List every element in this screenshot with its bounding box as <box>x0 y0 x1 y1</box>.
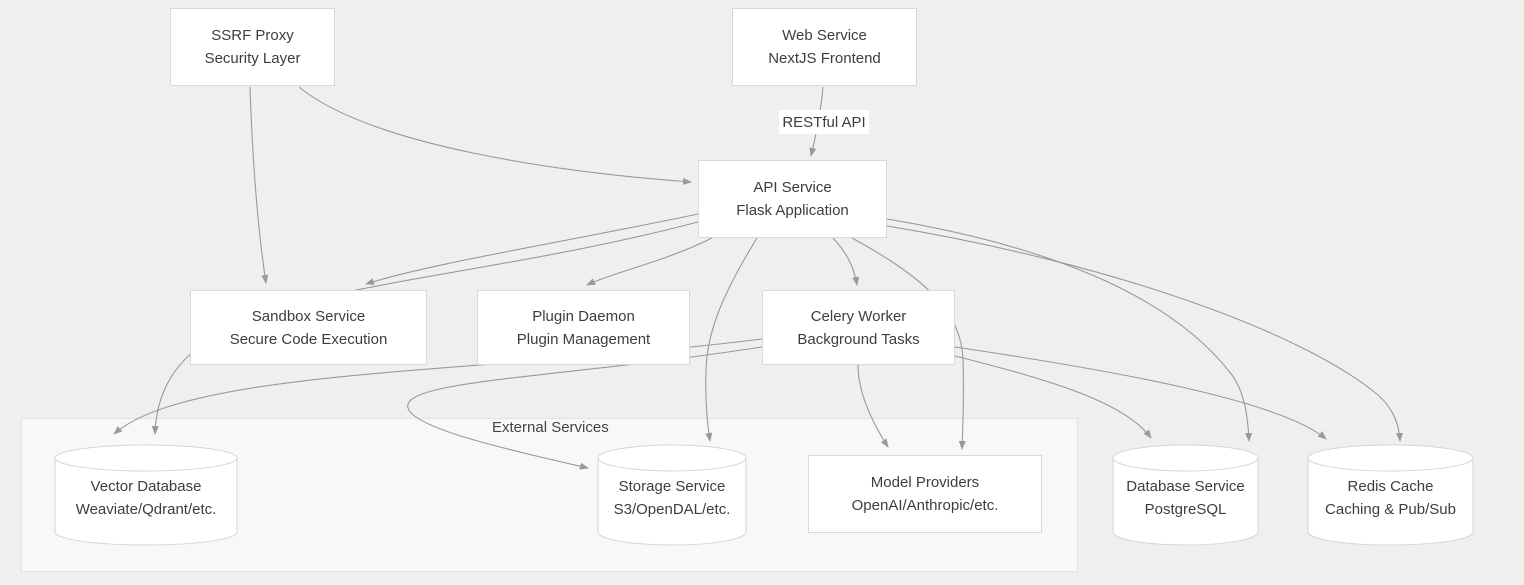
node-sandbox-service-line1: Sandbox Service <box>251 307 366 325</box>
node-plugin-daemon-line2: Plugin Management <box>516 330 651 348</box>
edge-ssrf-to-sandbox <box>249 86 269 284</box>
edge-api-to-redis <box>886 225 1403 442</box>
node-ssrf-proxy: SSRF Proxy Security Layer <box>170 8 335 86</box>
node-celery-worker-line2: Background Tasks <box>797 330 920 348</box>
node-plugin-daemon-line1: Plugin Daemon <box>532 307 635 325</box>
node-redis-cache-line2: Caching & Pub/Sub <box>1325 501 1456 518</box>
node-web-service: Web Service NextJS Frontend <box>732 8 917 86</box>
node-storage-service-line1: Storage Service <box>618 478 726 495</box>
node-api-service-line1: API Service <box>753 179 832 196</box>
node-sandbox-service-line2: Secure Code Execution <box>229 330 388 348</box>
edge-api-to-storage <box>705 237 758 442</box>
node-ssrf-proxy-line2: Security Layer <box>204 50 301 67</box>
node-redis-cache: Redis Cache Caching & Pub/Sub <box>1308 462 1473 534</box>
node-storage-service: Storage Service S3/OpenDAL/etc. <box>598 462 746 534</box>
node-vector-database: Vector Database Weaviate/Qdrant/etc. <box>55 462 237 534</box>
node-model-providers-line2: OpenAI/Anthropic/etc. <box>851 497 999 514</box>
node-database-service-line1: Database Service <box>1126 478 1245 495</box>
node-celery-worker-line1: Celery Worker <box>810 307 907 325</box>
external-services-group-label: External Services <box>492 419 609 436</box>
node-database-service-line2: PostgreSQL <box>1144 501 1227 518</box>
node-celery-worker: Celery Worker Background Tasks <box>762 290 955 365</box>
node-model-providers: Model Providers OpenAI/Anthropic/etc. <box>808 455 1042 533</box>
node-database-service: Database Service PostgreSQL <box>1113 462 1258 534</box>
node-web-service-line1: Web Service <box>782 27 867 44</box>
edge-api-to-sandbox <box>365 213 699 285</box>
node-sandbox-service: Sandbox Service Secure Code Execution <box>190 290 427 365</box>
edge-api-to-plugin <box>586 237 713 286</box>
node-api-service-line2: Flask Application <box>736 202 849 219</box>
node-api-service: API Service Flask Application <box>698 160 887 238</box>
node-storage-service-line2: S3/OpenDAL/etc. <box>613 501 731 518</box>
edge-ssrf-to-api <box>298 86 692 185</box>
node-web-service-line2: NextJS Frontend <box>768 50 881 67</box>
node-vector-database-line2: Weaviate/Qdrant/etc. <box>75 501 217 518</box>
node-model-providers-line1: Model Providers <box>870 474 980 491</box>
node-redis-cache-line1: Redis Cache <box>1347 478 1434 495</box>
node-plugin-daemon: Plugin Daemon Plugin Management <box>477 290 690 365</box>
edge-api-to-celery <box>832 237 860 286</box>
node-vector-database-line1: Vector Database <box>90 478 202 495</box>
node-ssrf-proxy-line1: SSRF Proxy <box>211 27 294 44</box>
edge-label-restful-api: RESTful API <box>779 110 869 134</box>
